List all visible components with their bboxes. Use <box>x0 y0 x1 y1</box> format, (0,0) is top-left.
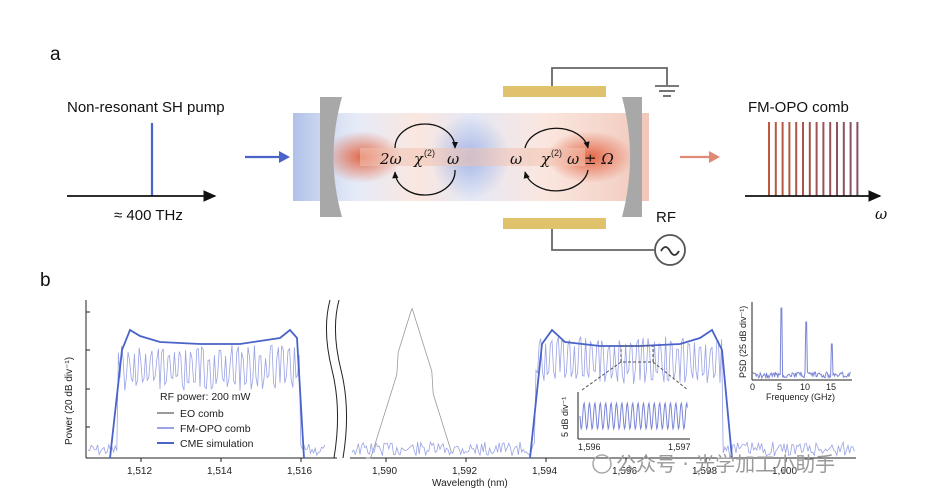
left-process: 2ω χ (2) ω <box>379 123 459 196</box>
zoom-inset-trace <box>579 401 688 431</box>
legend: RF power: 200 mW EO comb FM-OPO comb CME… <box>157 391 254 450</box>
zoom-xtick-1596: 1,596 <box>578 442 601 452</box>
panel-b-label: b <box>40 270 51 291</box>
right-process: ω χ (2) ω ± Ω <box>510 127 614 192</box>
xtick-label-1598: 1,598 <box>692 466 717 477</box>
left-chi-sup: (2) <box>424 148 435 158</box>
x-axis-label: Wavelength (nm) <box>432 478 508 489</box>
rf-label: RF <box>656 209 676 226</box>
input-arrow-head <box>279 151 290 163</box>
top-electrode <box>503 86 606 97</box>
cavity: RF <box>293 67 686 266</box>
eo-trace <box>366 307 452 459</box>
omega-axis-label: ω <box>875 205 887 223</box>
sine-icon <box>660 246 680 256</box>
psd-xtick-10: 10 <box>800 382 810 392</box>
left-x-ticks: 1,512 1,514 1,516 <box>127 458 312 477</box>
xtick-label-1514: 1,514 <box>207 466 232 477</box>
watermark-text: 公众号 · 光学加工小助手 <box>616 452 835 476</box>
left-mirror <box>320 97 342 217</box>
zoom-xtick-1597: 1,597 <box>668 442 691 452</box>
cme-trace-right <box>529 328 733 459</box>
zoom-region-box <box>620 345 654 363</box>
psd-trace <box>752 307 852 380</box>
comb-label: FM-OPO comb <box>748 99 849 116</box>
plot-axes <box>85 299 856 459</box>
y-axis-label: Power (20 dB div⁻¹) <box>64 357 75 445</box>
comb-lines <box>768 122 859 196</box>
xtick-label-1592: 1,592 <box>452 466 477 477</box>
right-lower-arc <box>523 169 589 192</box>
psd-inset-bg <box>752 302 852 380</box>
psd-xtick-15: 15 <box>826 382 836 392</box>
zoom-connector-right <box>652 361 689 391</box>
psd-inset: 0 5 10 15 Frequency (GHz) PSD (25 dB div… <box>738 302 852 402</box>
right-upper-arc <box>524 127 590 149</box>
zoom-inset: 1,596 1,597 5 dB div⁻¹ <box>560 345 691 452</box>
zoom-ylabel: 5 dB div⁻¹ <box>560 397 570 437</box>
pump-freq-label: ≈ 400 THz <box>114 207 183 224</box>
legend-opo: FM-OPO comb <box>180 423 251 435</box>
xtick-label-1590: 1,590 <box>372 466 397 477</box>
zoom-connector-left <box>581 361 622 391</box>
right-out-label: ω ± Ω <box>567 150 614 168</box>
wechat-icon <box>592 454 612 474</box>
left-upper-arc <box>394 123 459 149</box>
left-chi-label: χ <box>413 150 424 168</box>
rf-wire <box>551 229 654 251</box>
right-x-ticks: 1,590 1,592 1,594 1,596 1,598 1,600 <box>372 458 797 477</box>
legend-title: RF power: 200 mW <box>160 391 251 403</box>
psd-ylabel: PSD (25 dB div⁻¹) <box>738 306 748 378</box>
left-lower-arc <box>392 169 456 196</box>
psd-xtick-0: 0 <box>750 382 755 392</box>
axis-break-2 <box>334 299 348 459</box>
right-mirror <box>622 97 642 217</box>
xtick-label-1516: 1,516 <box>287 466 312 477</box>
psd-xlabel: Frequency (GHz) <box>766 392 835 402</box>
watermark: 公众号 · 光学加工小助手 <box>592 452 835 476</box>
opo-trace-left <box>87 344 326 457</box>
two-omega-label: 2ω <box>379 150 402 168</box>
xtick-label-1596: 1,596 <box>612 466 637 477</box>
xtick-label-1594: 1,594 <box>532 466 557 477</box>
opo-trace-right <box>351 336 855 457</box>
xtick-label-1600: 1,600 <box>772 466 797 477</box>
xtick-label-1512: 1,512 <box>127 466 152 477</box>
right-chi-label: χ <box>540 150 551 168</box>
right-red-glow <box>546 131 634 183</box>
right-chi-sup: (2) <box>551 148 562 158</box>
cme-trace-left <box>109 328 305 459</box>
legend-eo: EO comb <box>180 408 224 420</box>
panel-a-label: a <box>50 44 61 65</box>
right-omega-label: ω <box>510 150 522 168</box>
crystal-waveguide <box>360 148 585 166</box>
axis-break-1 <box>325 299 339 459</box>
bottom-electrode <box>503 218 606 229</box>
output-arrow-head <box>709 151 720 163</box>
legend-cme: CME simulation <box>180 438 254 450</box>
ground-wire <box>551 67 668 86</box>
pump-label: Non-resonant SH pump <box>67 99 225 116</box>
spectra <box>87 307 855 459</box>
psd-xtick-5: 5 <box>777 382 782 392</box>
left-omega-label: ω <box>447 150 459 168</box>
